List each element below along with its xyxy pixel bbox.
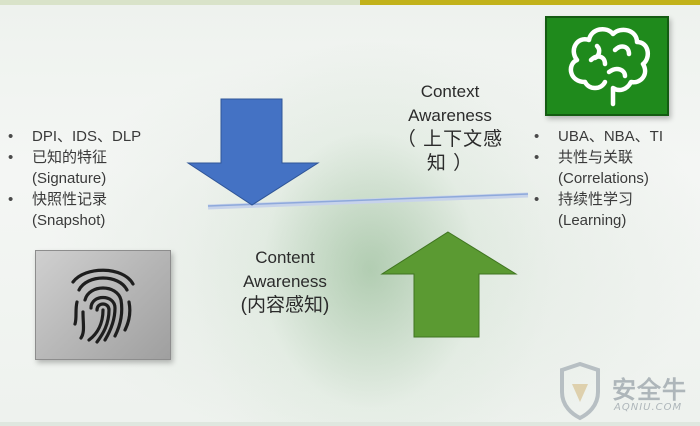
context-label-line1: Context [420, 82, 480, 101]
content-label-line3: (内容感知) [240, 295, 330, 316]
bottom-bar [0, 422, 700, 426]
context-label-line2: Awareness [408, 106, 492, 125]
watermark-name: 安全牛 [612, 376, 687, 404]
watermark-subtitle: AQNIU.COM [614, 402, 683, 413]
content-label-line1: Content [255, 248, 315, 267]
fingerprint-icon [71, 268, 135, 344]
list-item: 已知的特征 [2, 147, 141, 168]
context-label-line4: 知 ） [426, 153, 474, 174]
brain-icon [568, 26, 651, 107]
down-arrow-icon [186, 98, 320, 206]
context-label-line3: （ 上下文感 [396, 129, 504, 150]
list-item: (Learning) [558, 212, 627, 229]
list-item: 持续性学习 [528, 189, 663, 210]
up-arrow-icon [380, 231, 518, 338]
list-item: 共性与关联 [528, 147, 663, 168]
list-item: 快照性记录 [2, 189, 141, 210]
context-awareness-label: Context Awareness （ 上下文感 知 ） [390, 80, 510, 176]
content-awareness-label: Content Awareness (内容感知) [220, 246, 350, 318]
list-item: (Signature) [32, 170, 107, 187]
list-item: (Snapshot) [32, 212, 106, 229]
top-bar [0, 0, 700, 5]
list-item: DPI、IDS、DLP [2, 126, 141, 147]
learning-features-list: UBA、NBA、TI 共性与关联 (Correlations) 持续性学习 (L… [528, 126, 663, 231]
seesaw-line-highlight [207, 193, 529, 207]
content-label-line2: Awareness [243, 272, 327, 291]
fingerprint-tile [35, 250, 171, 360]
brain-tile [545, 16, 669, 116]
list-item: (Correlations) [558, 170, 649, 187]
seesaw-line [207, 192, 529, 210]
signature-features-list: DPI、IDS、DLP 已知的特征 (Signature) 快照性记录 (Sna… [2, 126, 141, 231]
list-item: UBA、NBA、TI [528, 126, 663, 147]
top-bar-accent [360, 0, 700, 5]
shield-logo-icon [560, 362, 600, 421]
